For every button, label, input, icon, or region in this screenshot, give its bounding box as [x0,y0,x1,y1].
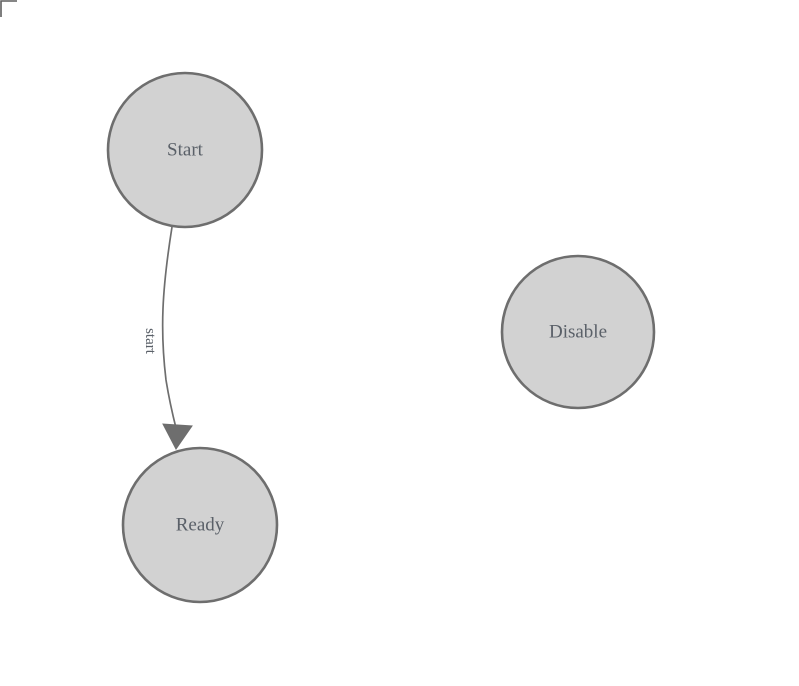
node-circle [121,446,279,604]
edge-start-to-ready[interactable]: start [142,226,193,450]
node-start[interactable]: Start [106,71,264,229]
node-circle [500,254,656,410]
edge-line [161,226,178,433]
corner-bracket-mark [0,0,17,17]
node-ready[interactable]: Ready [121,446,279,604]
node-circle [106,71,264,229]
node-disable[interactable]: Disable [500,254,656,410]
arrowhead-icon [162,423,193,450]
node-label-start: Start [167,140,204,161]
node-label-disable: Disable [549,322,607,343]
edge-label-start: start [142,328,158,355]
node-label-ready: Ready [176,515,225,536]
